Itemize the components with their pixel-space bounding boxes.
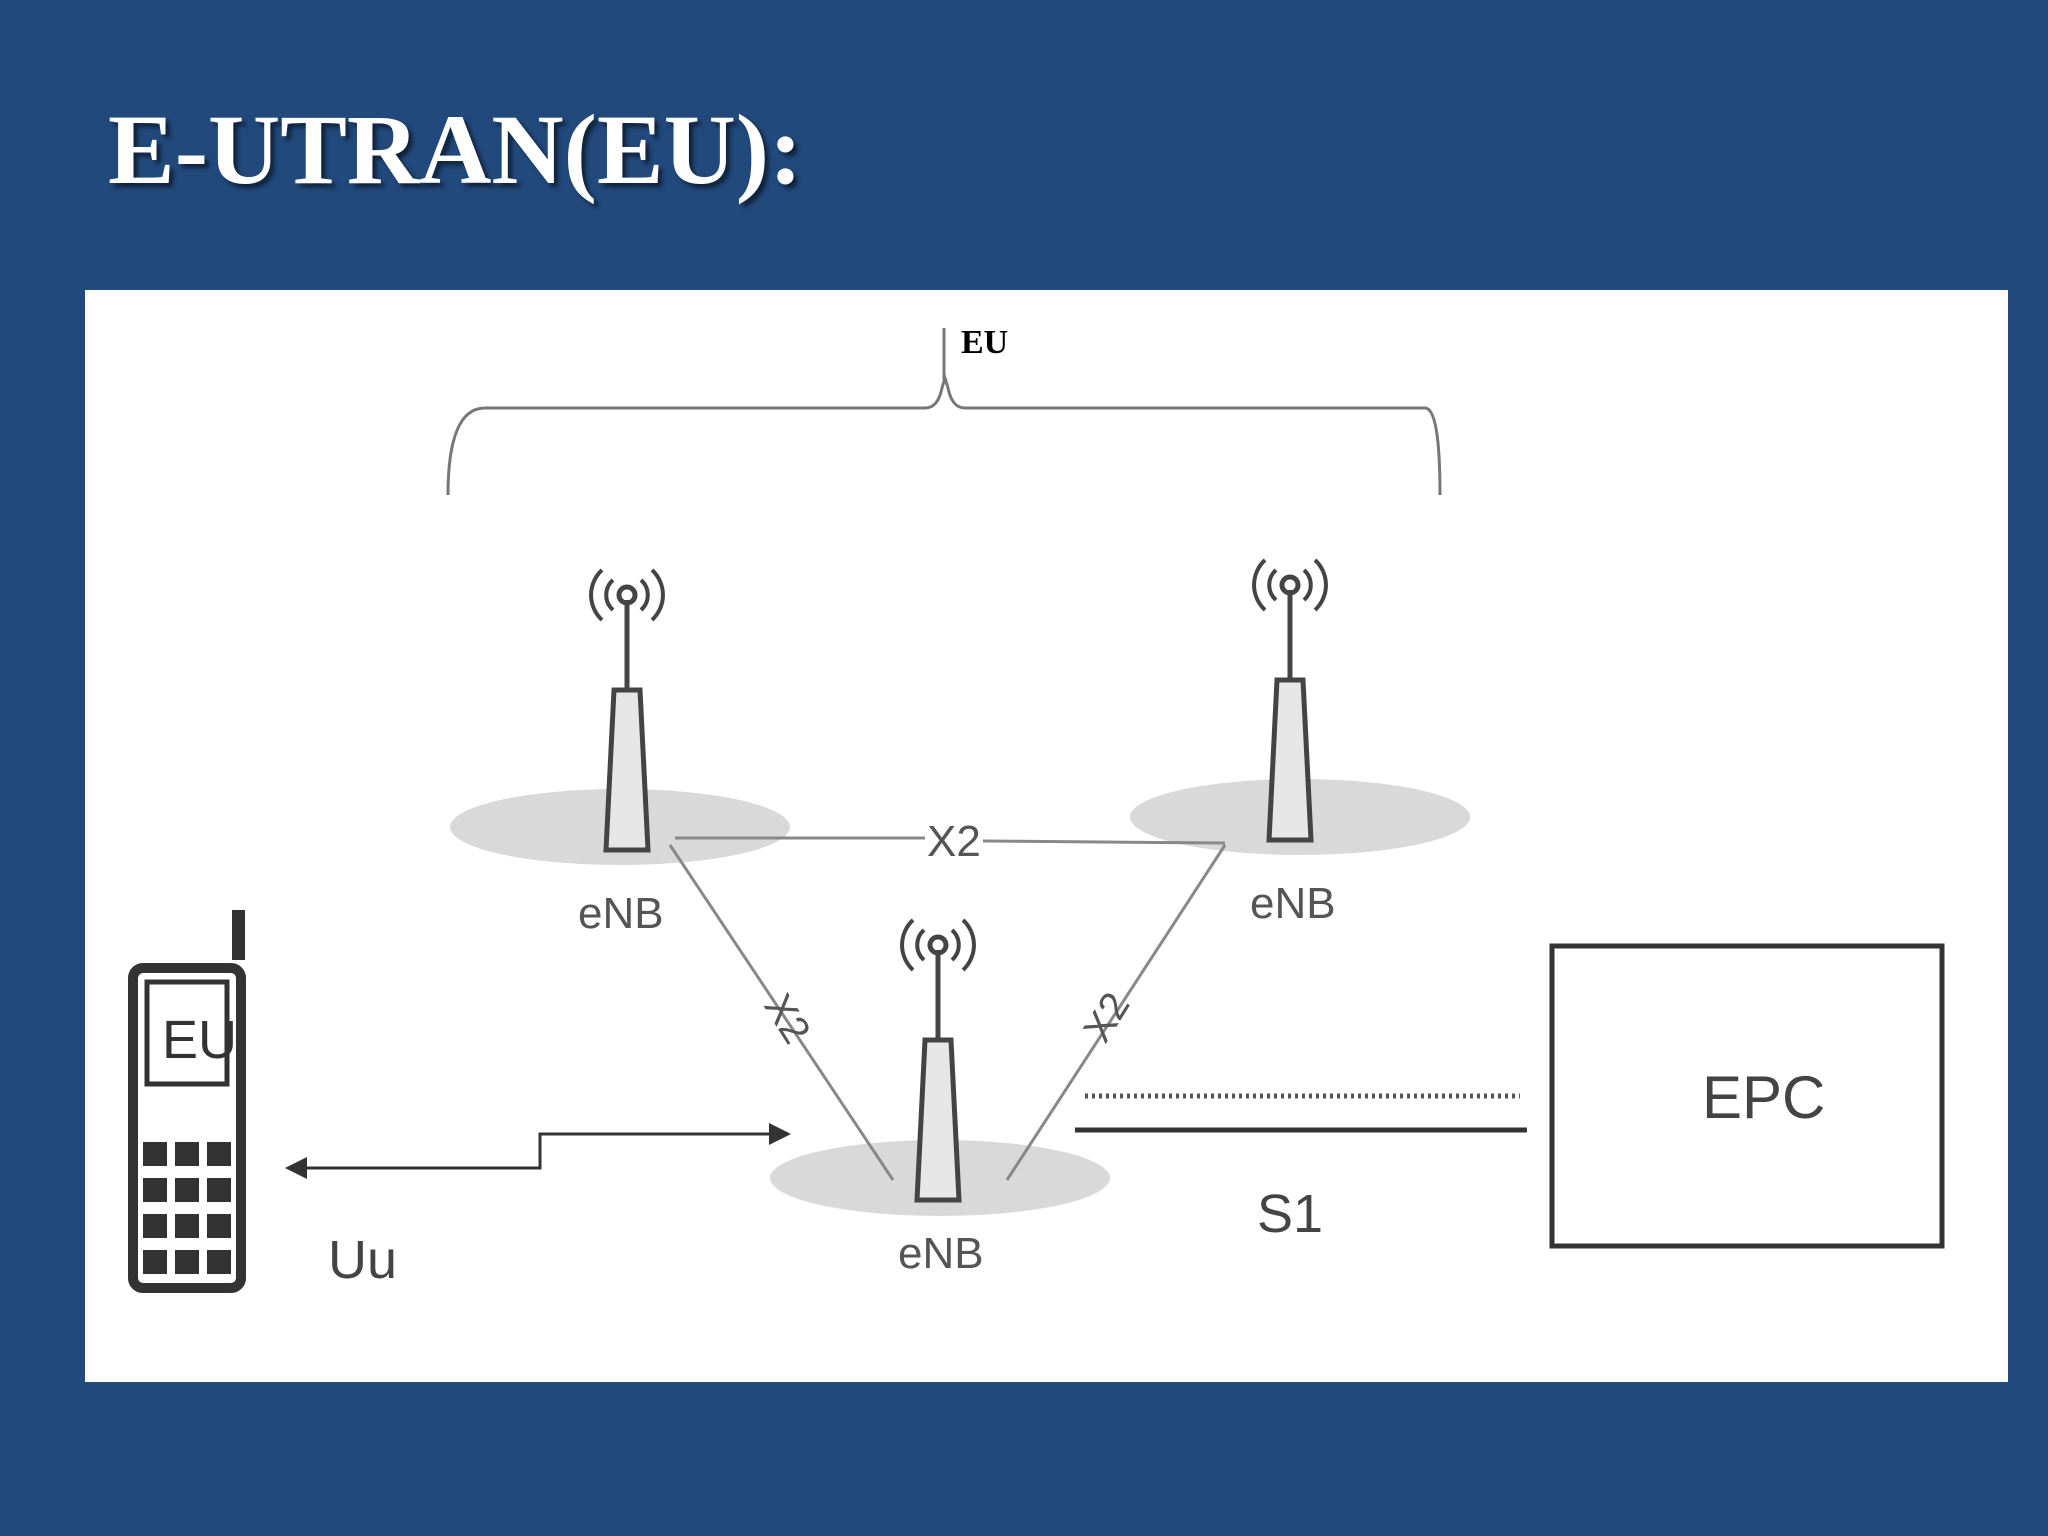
top-brace bbox=[446, 372, 1442, 496]
x2-right-link bbox=[1005, 844, 1227, 1181]
epc-box bbox=[1549, 943, 1945, 1249]
enb-left-tower-icon bbox=[589, 568, 665, 853]
enb-bottom-label: eNB bbox=[898, 1229, 984, 1278]
phone-label: EU bbox=[162, 1010, 237, 1070]
uu-link bbox=[285, 1123, 791, 1179]
x2-top-label: X2 bbox=[927, 817, 981, 866]
brace-label: EU bbox=[961, 324, 1008, 361]
x2-left-label: X2 bbox=[755, 986, 818, 1051]
enb-right-label: eNB bbox=[1250, 879, 1336, 928]
slide-title: E-UTRAN(EU): bbox=[108, 94, 803, 205]
enb-bottom-tower-icon bbox=[900, 918, 976, 1203]
x2-top-link-right bbox=[982, 839, 1226, 845]
enb-right-tower-icon bbox=[1252, 558, 1328, 843]
uu-label: Uu bbox=[328, 1230, 397, 1290]
diagram-panel: EU X2 X2 X2 eNB bbox=[85, 290, 2008, 1382]
network-diagram: EU X2 X2 X2 eNB bbox=[128, 324, 1945, 1293]
phone-icon bbox=[128, 910, 246, 1293]
enb-left-label: eNB bbox=[578, 889, 664, 938]
x2-left-link bbox=[668, 844, 895, 1181]
epc-label: EPC bbox=[1702, 1064, 1825, 1131]
s1-label: S1 bbox=[1257, 1184, 1323, 1244]
